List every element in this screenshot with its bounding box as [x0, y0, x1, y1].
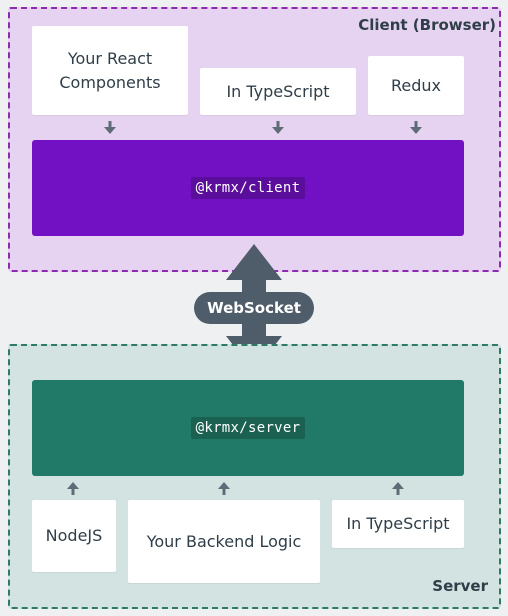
client-typescript-box: In TypeScript	[200, 68, 356, 115]
redux-box: Redux	[368, 56, 464, 115]
react-components-label: Your React Components	[59, 49, 161, 92]
server-library-label: @krmx/server	[190, 417, 306, 439]
websocket-label: WebSocket	[207, 299, 301, 317]
websocket-badge: WebSocket	[194, 292, 314, 324]
redux-to-client-arrow	[410, 121, 422, 134]
client-region-title: Client (Browser)	[358, 16, 496, 34]
backend-logic-label: Your Backend Logic	[146, 531, 302, 551]
redux-label: Redux	[390, 75, 441, 95]
client-typescript-label: In TypeScript	[226, 81, 330, 101]
server-typescript-to-server-arrow	[392, 482, 404, 495]
backend-to-server-arrow	[218, 482, 230, 495]
server-library-block: @krmx/server	[32, 380, 464, 476]
server-typescript-box: In TypeScript	[332, 500, 464, 548]
backend-logic-box: Your Backend Logic	[128, 500, 320, 583]
react-components-box: Your React Components	[32, 26, 188, 115]
client-library-label: @krmx/client	[190, 177, 306, 199]
client-library-block: @krmx/client	[32, 140, 464, 236]
server-typescript-label: In TypeScript	[346, 514, 450, 534]
react-to-client-arrow	[104, 121, 116, 134]
nodejs-box: NodeJS	[32, 500, 116, 572]
typescript-to-client-arrow	[272, 121, 284, 134]
nodejs-to-server-arrow	[67, 482, 79, 495]
nodejs-label: NodeJS	[45, 526, 103, 546]
server-region-title: Server	[432, 577, 488, 595]
